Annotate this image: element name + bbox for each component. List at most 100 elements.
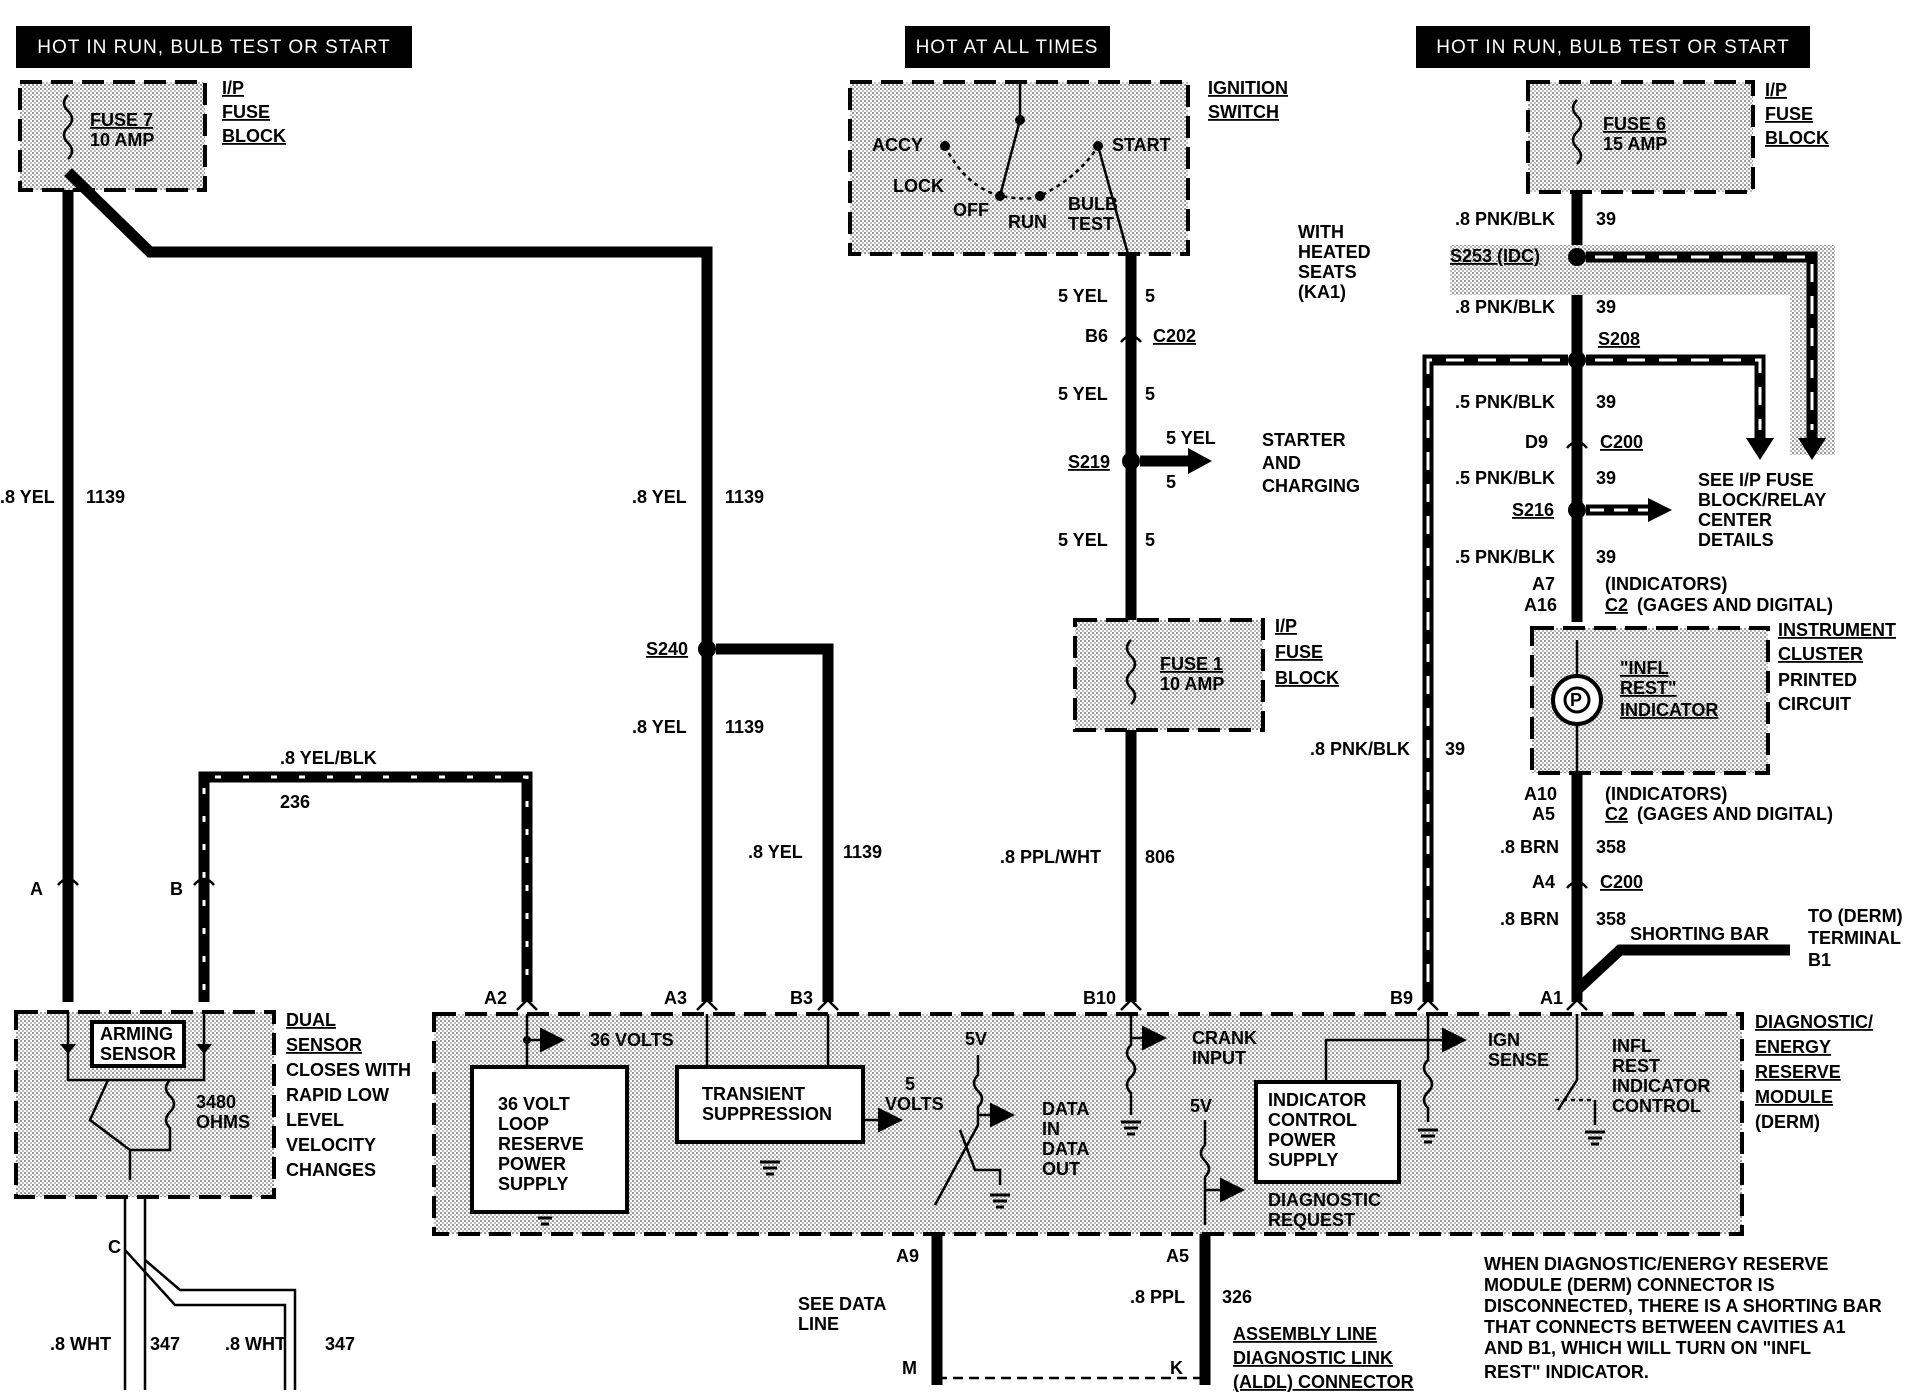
svg-text:START: START bbox=[1112, 135, 1171, 155]
svg-text:.8 PNK/BLK: .8 PNK/BLK bbox=[1310, 739, 1410, 759]
svg-text:FUSE: FUSE bbox=[1275, 642, 1323, 662]
svg-text:15 AMP: 15 AMP bbox=[1603, 134, 1667, 154]
svg-text:A5: A5 bbox=[1532, 804, 1555, 824]
instrument-cluster-label: INSTRUMENT CLUSTER PRINTED CIRCUIT bbox=[1778, 620, 1896, 714]
svg-text:LINE: LINE bbox=[798, 1314, 839, 1334]
svg-text:.5 PNK/BLK: .5 PNK/BLK bbox=[1455, 468, 1555, 488]
svg-text:INDICATOR: INDICATOR bbox=[1268, 1090, 1366, 1110]
svg-text:ENERGY: ENERGY bbox=[1755, 1037, 1831, 1057]
svg-text:OUT: OUT bbox=[1042, 1159, 1080, 1179]
svg-text:MODULE (DERM) CONNECTOR IS: MODULE (DERM) CONNECTOR IS bbox=[1484, 1275, 1775, 1295]
svg-text:.8 WHT: .8 WHT bbox=[225, 1334, 286, 1354]
svg-text:POWER: POWER bbox=[498, 1154, 566, 1174]
splice-s208-label: S208 bbox=[1598, 329, 1640, 349]
svg-text:5: 5 bbox=[1145, 384, 1155, 404]
svg-text:REST: REST bbox=[1612, 1056, 1660, 1076]
svg-text:DUAL: DUAL bbox=[286, 1010, 336, 1030]
splice-s240-label: S240 bbox=[646, 639, 688, 659]
header-left: HOT IN RUN, BULB TEST OR START bbox=[16, 26, 412, 68]
svg-text:THAT CONNECTS BETWEEN CAVITIES: THAT CONNECTS BETWEEN CAVITIES A1 bbox=[1484, 1317, 1846, 1337]
svg-text:10 AMP: 10 AMP bbox=[1160, 674, 1224, 694]
splice-s253 bbox=[1568, 248, 1586, 266]
svg-text:CLOSES WITH: CLOSES WITH bbox=[286, 1060, 411, 1080]
svg-text:RAPID LOW: RAPID LOW bbox=[286, 1085, 389, 1105]
svg-text:REQUEST: REQUEST bbox=[1268, 1210, 1355, 1230]
wire-yelblk-236 bbox=[198, 771, 533, 1002]
svg-text:OHMS: OHMS bbox=[196, 1112, 250, 1132]
connector-c: C bbox=[108, 1237, 121, 1257]
ignition-switch: ACCY LOCK OFF RUN BULB TEST START bbox=[848, 80, 1190, 256]
wire-yelblk-num: 236 bbox=[280, 792, 310, 812]
svg-text:ASSEMBLY LINE: ASSEMBLY LINE bbox=[1233, 1324, 1377, 1344]
svg-text:FUSE 7: FUSE 7 bbox=[90, 110, 153, 130]
splice-s253-label: S253 (IDC) bbox=[1450, 246, 1540, 266]
svg-text:SUPPRESSION: SUPPRESSION bbox=[702, 1104, 832, 1124]
svg-text:IN: IN bbox=[1042, 1119, 1060, 1139]
svg-text:INFL: INFL bbox=[1612, 1036, 1652, 1056]
svg-text:FUSE 6: FUSE 6 bbox=[1603, 114, 1666, 134]
svg-text:B10: B10 bbox=[1083, 988, 1116, 1008]
svg-text:DATA: DATA bbox=[1042, 1099, 1089, 1119]
svg-text:DIAGNOSTIC/: DIAGNOSTIC/ bbox=[1755, 1012, 1873, 1032]
svg-text:RESERVE: RESERVE bbox=[1755, 1062, 1841, 1082]
svg-text:TERMINAL: TERMINAL bbox=[1808, 928, 1901, 948]
svg-text:INSTRUMENT: INSTRUMENT bbox=[1778, 620, 1896, 640]
svg-text:MODULE: MODULE bbox=[1755, 1087, 1833, 1107]
svg-text:B1: B1 bbox=[1808, 950, 1831, 970]
svg-text:CIRCUIT: CIRCUIT bbox=[1778, 694, 1851, 714]
svg-text:IGNITION: IGNITION bbox=[1208, 78, 1288, 98]
derm-infl-rest-control: INFL REST INDICATOR CONTROL bbox=[1612, 1036, 1710, 1116]
splice-s216-label: S216 bbox=[1512, 500, 1554, 520]
svg-text:OFF: OFF bbox=[953, 200, 989, 220]
shorting-bar-dest: TO (DERM) TERMINAL B1 bbox=[1808, 906, 1903, 970]
svg-text:CRANK: CRANK bbox=[1192, 1028, 1257, 1048]
wire-mid-num: 1139 bbox=[725, 487, 764, 507]
svg-text:DATA: DATA bbox=[1042, 1139, 1089, 1159]
fuse-1-block-label: I/P FUSE BLOCK bbox=[1275, 616, 1339, 688]
svg-text:DISCONNECTED, THERE IS A SHORT: DISCONNECTED, THERE IS A SHORTING BAR bbox=[1484, 1296, 1882, 1316]
svg-text:LOOP: LOOP bbox=[498, 1114, 549, 1134]
svg-text:BULB: BULB bbox=[1068, 194, 1118, 214]
connector-a: A bbox=[30, 879, 43, 899]
svg-text:347: 347 bbox=[150, 1334, 180, 1354]
wire-b3-1139 bbox=[716, 643, 834, 1002]
derm-pins: A2 A3 B3 B10 B9 A1 A9 A5 bbox=[484, 988, 1563, 1266]
svg-text:.8 BRN: .8 BRN bbox=[1500, 909, 1559, 929]
wire-b3-color: .8 YEL bbox=[748, 842, 803, 862]
svg-text:BLOCK: BLOCK bbox=[1765, 128, 1829, 148]
svg-text:B3: B3 bbox=[790, 988, 813, 1008]
svg-text:HOT IN RUN, BULB TEST OR START: HOT IN RUN, BULB TEST OR START bbox=[37, 37, 390, 58]
aldl-connector-label: ASSEMBLY LINE DIAGNOSTIC LINK (ALDL) CON… bbox=[1233, 1324, 1414, 1392]
svg-text:(GAGES AND DIGITAL): (GAGES AND DIGITAL) bbox=[1637, 595, 1833, 615]
svg-text:5 YEL: 5 YEL bbox=[1058, 384, 1108, 404]
svg-text:A5: A5 bbox=[1166, 1246, 1189, 1266]
svg-text:B9: B9 bbox=[1390, 988, 1413, 1008]
svg-text:SEATS: SEATS bbox=[1298, 262, 1357, 282]
heated-seats-note: WITH HEATED SEATS (KA1) bbox=[1298, 222, 1371, 302]
fuse-1: FUSE 1 10 AMP bbox=[1073, 618, 1265, 732]
connector-a4: A4 bbox=[1532, 872, 1555, 892]
shorting-bar-wire bbox=[1573, 944, 1790, 995]
derm-module bbox=[432, 1012, 1744, 1236]
svg-text:SENSOR: SENSOR bbox=[100, 1044, 176, 1064]
svg-text:SENSOR: SENSOR bbox=[286, 1035, 362, 1055]
wire-mid-color: .8 YEL bbox=[632, 487, 687, 507]
svg-text:3480: 3480 bbox=[196, 1092, 236, 1112]
fuse-7-block-label: I/P FUSE BLOCK bbox=[222, 78, 286, 146]
starter-charging-label: STARTER AND CHARGING bbox=[1262, 430, 1360, 496]
instrument-cluster: P "INFL REST" INDICATOR bbox=[1530, 626, 1770, 775]
derm-36v-loop-supply: 36 VOLT LOOP RESERVE POWER SUPPLY bbox=[470, 1065, 629, 1214]
svg-text:358: 358 bbox=[1596, 909, 1626, 929]
svg-text:39: 39 bbox=[1596, 547, 1616, 567]
svg-text:A9: A9 bbox=[896, 1246, 919, 1266]
svg-text:.8 WHT: .8 WHT bbox=[50, 1334, 111, 1354]
svg-text:SWITCH: SWITCH bbox=[1208, 102, 1279, 122]
svg-text:358: 358 bbox=[1596, 837, 1626, 857]
svg-text:ACCY: ACCY bbox=[872, 135, 923, 155]
svg-text:BLOCK: BLOCK bbox=[1275, 668, 1339, 688]
derm-5v-data: 5V bbox=[965, 1029, 987, 1049]
svg-text:39: 39 bbox=[1596, 392, 1616, 412]
svg-text:DIAGNOSTIC LINK: DIAGNOSTIC LINK bbox=[1233, 1348, 1393, 1368]
derm-36-volts: 36 VOLTS bbox=[590, 1030, 674, 1050]
svg-text:FUSE: FUSE bbox=[222, 102, 270, 122]
